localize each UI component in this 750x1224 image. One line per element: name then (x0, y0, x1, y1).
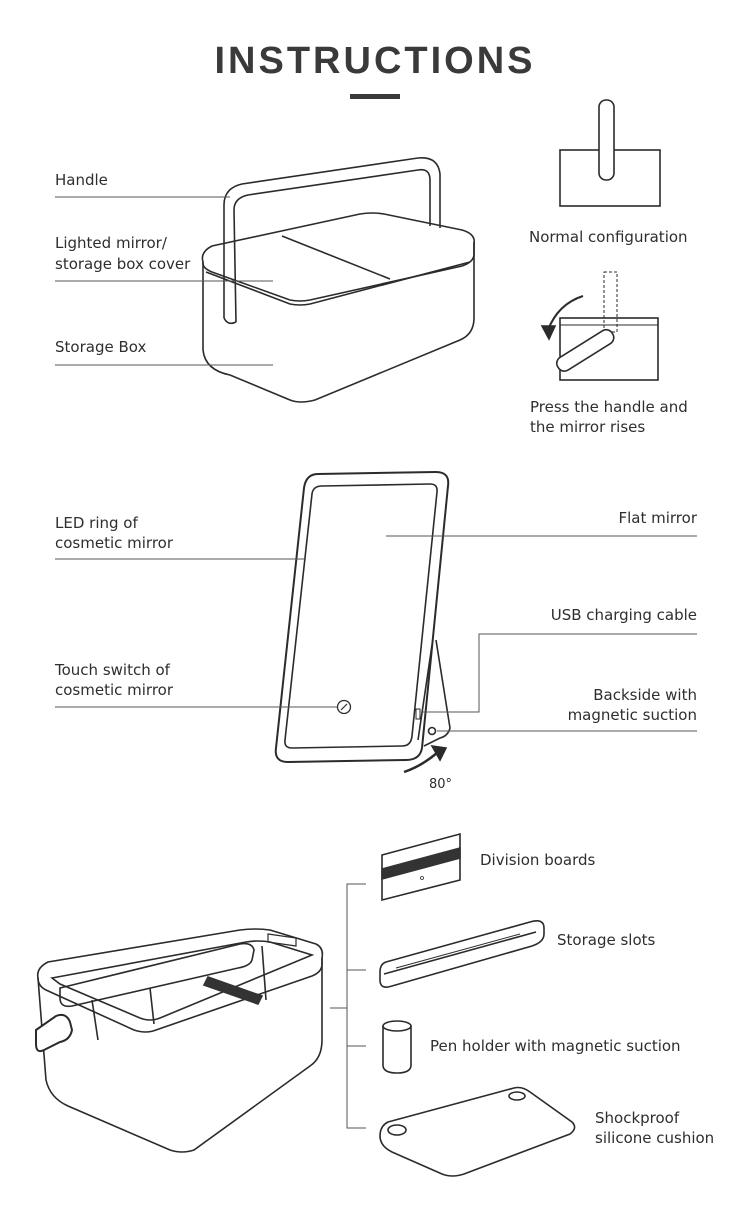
label-touch-line1: Touch switch of (55, 661, 170, 679)
label-led-line2: cosmetic mirror (55, 534, 174, 552)
label-backside-line2: magnetic suction (567, 706, 697, 724)
label-backside-line1: Backside with (593, 686, 697, 704)
label-pen-holder: Pen holder with magnetic suction (430, 1037, 681, 1055)
label-cushion-line2: silicone cushion (595, 1129, 715, 1147)
label-led-line1: LED ring of (55, 514, 138, 532)
label-cushion-line1: Shockproof (595, 1109, 680, 1127)
storage-slot-illustration (379, 920, 545, 988)
label-cover-line2: storage box cover (55, 255, 191, 273)
parts-bracket (330, 883, 366, 1129)
label-press-line1: Press the handle and (530, 398, 688, 416)
mirror-stand-illustration (274, 470, 451, 764)
label-handle: Handle (55, 171, 108, 189)
storage-box-illustration (201, 157, 476, 403)
pen-holder-illustration (382, 1020, 412, 1074)
label-normal-configuration: Normal configuration (529, 228, 688, 246)
handle-diagram (559, 99, 661, 207)
rotation-arrow-icon (403, 744, 448, 774)
top-left-leader-lines (55, 196, 273, 366)
open-box-illustration (35, 928, 324, 1153)
mirror-rise-diagram (540, 271, 659, 381)
label-angle: 80° (429, 777, 453, 792)
middle-leader-lines (55, 535, 697, 732)
label-usb-cable: USB charging cable (550, 606, 697, 624)
cushion-illustration (379, 1086, 576, 1177)
page-title: INSTRUCTIONS (214, 40, 536, 82)
label-press-line2: the mirror rises (530, 418, 646, 436)
label-touch-line2: cosmetic mirror (55, 681, 174, 699)
title-underline (350, 94, 400, 99)
division-board-illustration (381, 832, 461, 902)
label-storage-slots: Storage slots (557, 931, 656, 949)
label-division-boards: Division boards (480, 851, 596, 869)
label-storage-box: Storage Box (55, 338, 147, 356)
touch-switch-icon (336, 699, 352, 715)
label-cover-line1: Lighted mirror/ (55, 234, 167, 252)
label-flat-mirror: Flat mirror (618, 509, 697, 527)
